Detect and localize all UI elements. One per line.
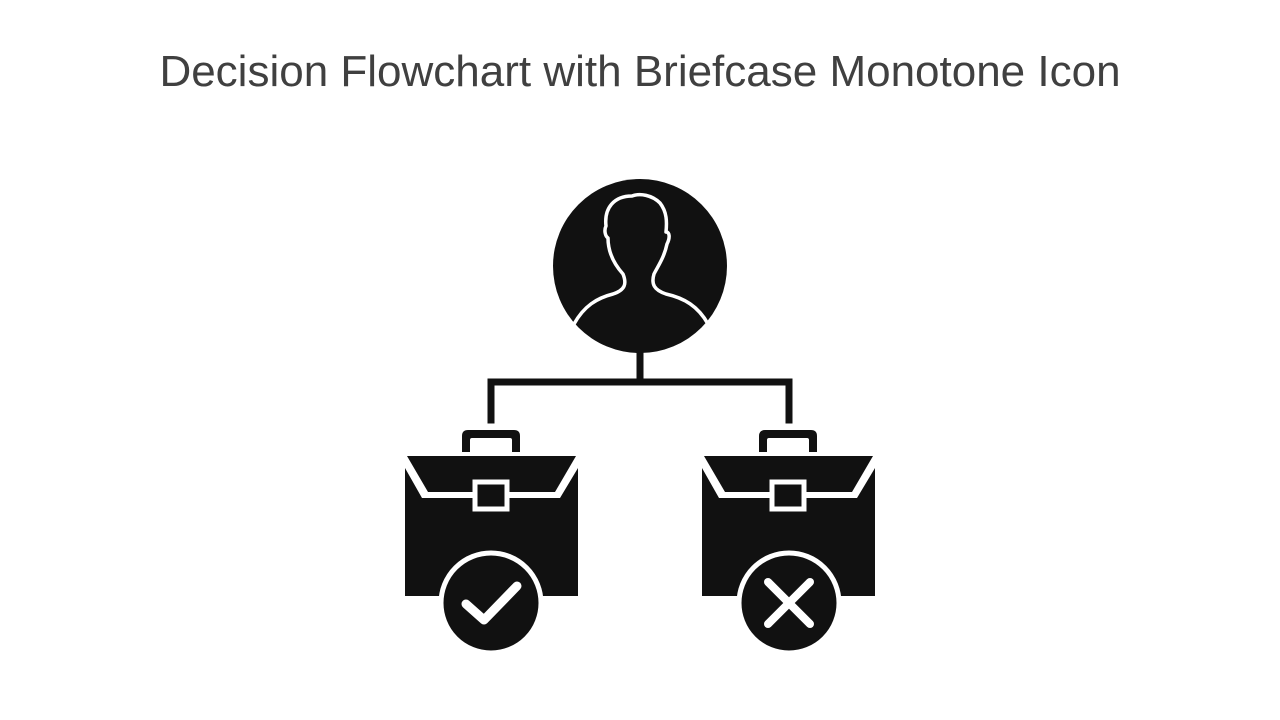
person-icon: [553, 179, 727, 353]
briefcase-handle: [759, 430, 817, 452]
briefcase-flap: [407, 456, 576, 492]
flowchart-connectors: [487, 352, 793, 424]
briefcase-body: [405, 468, 578, 596]
checkmark-icon: [461, 581, 522, 625]
person-silhouette: [572, 192, 710, 326]
slide-title: Decision Flowchart with Briefcase Monoto…: [159, 47, 1121, 96]
briefcase-icon-approved: [405, 430, 578, 596]
x-mark-icon: [764, 578, 814, 628]
x-mark-badge: [736, 550, 842, 656]
briefcase-icon-rejected: [702, 430, 875, 596]
checkmark-badge: [438, 550, 544, 656]
briefcase-clasp: [472, 479, 510, 512]
briefcase-handle: [462, 430, 520, 452]
briefcase-body: [702, 468, 875, 596]
person-circle: [553, 179, 727, 353]
checkmark-badge-circle: [438, 550, 544, 656]
briefcase-flap: [704, 456, 873, 492]
briefcase-clasp: [769, 479, 807, 512]
